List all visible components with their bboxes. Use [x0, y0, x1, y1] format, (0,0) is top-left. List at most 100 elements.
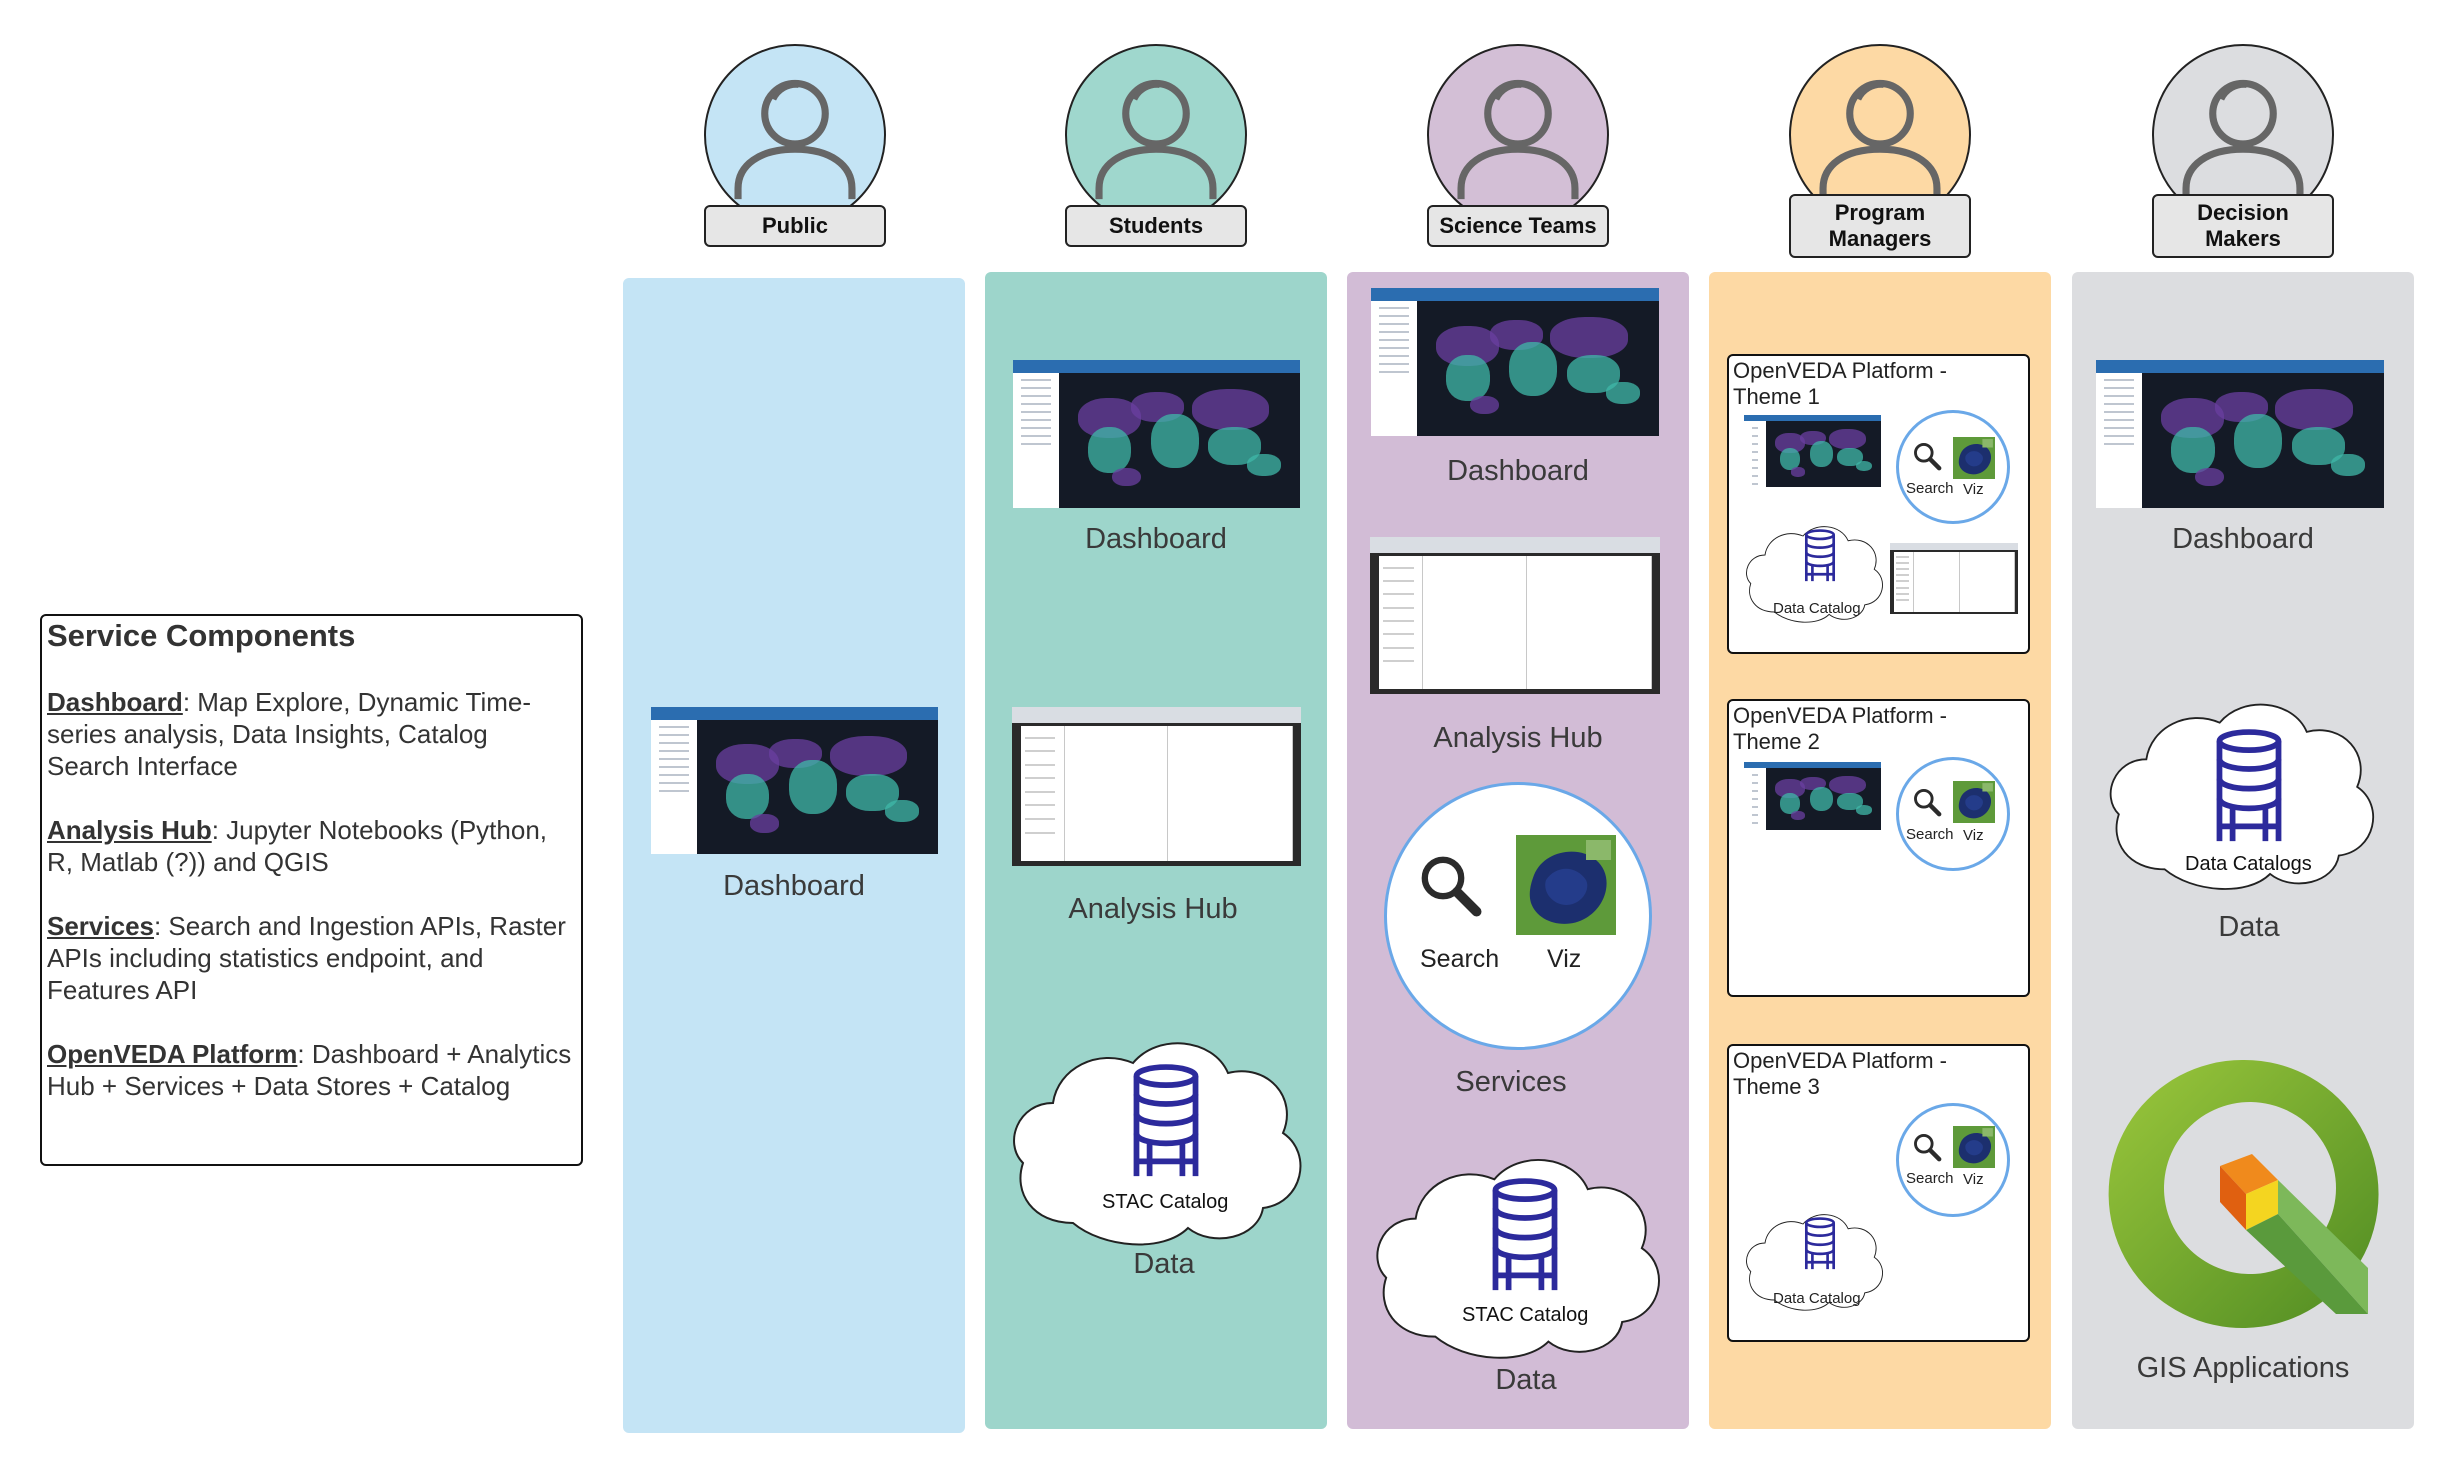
- caption-dashboard: Dashboard: [723, 870, 865, 902]
- dashboard-header-bar: [1744, 415, 1881, 422]
- dashboard-screenshot: [1744, 762, 1881, 830]
- hub-panel: [1167, 726, 1294, 862]
- map-land-shape: [1791, 811, 1806, 821]
- sidebar-line: [2104, 435, 2135, 438]
- sidebar-line: [2104, 427, 2135, 430]
- dashboard-map: [1417, 301, 1659, 436]
- hub-workspace: [1893, 551, 2016, 612]
- hub-file-row: [1383, 593, 1414, 596]
- data-catalogs-label: Data Catalogs: [2185, 853, 2312, 875]
- hub-file-row: [1383, 633, 1414, 636]
- search-label: Search: [1906, 480, 1954, 497]
- dashboard-map: [2142, 373, 2384, 508]
- sidebar-line: [1752, 483, 1758, 486]
- caption-dashboard: Dashboard: [2172, 523, 2314, 555]
- dashboard-header-bar: [1013, 360, 1300, 374]
- sidebar-line: [1752, 798, 1758, 801]
- caption-analysis-hub: Analysis Hub: [1433, 722, 1603, 754]
- viz-label: Viz: [1963, 1171, 1984, 1188]
- data-catalog-label: Data Catalog: [1773, 600, 1861, 617]
- dashboard-screenshot: [1013, 360, 1300, 508]
- map-land-shape: [2195, 467, 2225, 487]
- legend-item-services: Services: Search and Ingestion APIs, Ras…: [47, 911, 566, 1005]
- search-icon: [1911, 786, 1943, 818]
- sidebar-line: [1752, 443, 1758, 446]
- dashboard-header-bar: [651, 707, 938, 721]
- search-label: Search: [1906, 826, 1954, 843]
- map-land-shape: [1775, 433, 1806, 453]
- sidebar-line: [659, 782, 689, 785]
- viz-label: Viz: [1963, 827, 1984, 844]
- map-land-shape: [1837, 792, 1863, 811]
- legend-item-openveda-platform: OpenVEDA Platform: Dashboard + Analytics…: [47, 1039, 572, 1101]
- map-land-shape: [725, 773, 770, 820]
- dashboard-screenshot: [1744, 415, 1881, 487]
- map-land-shape: [1470, 395, 1500, 415]
- hub-file-row: [1025, 804, 1056, 807]
- stac-catalog-label: STAC Catalog: [1102, 1191, 1229, 1213]
- map-land-shape: [1829, 775, 1867, 795]
- sidebar-line: [2104, 403, 2135, 406]
- sidebar-line: [2104, 411, 2135, 414]
- hub-file-row: [1025, 790, 1056, 793]
- caption-data: Data: [1133, 1248, 1195, 1280]
- qgis-logo-icon: [2108, 1059, 2379, 1328]
- sidebar-line: [659, 766, 689, 769]
- person-icon: [1429, 46, 1607, 224]
- satellite-viz-icon: [1953, 1126, 1995, 1168]
- sidebar-line: [1752, 427, 1758, 430]
- theme-title: OpenVEDA Platform - Theme 1: [1733, 358, 1947, 409]
- column-public: [623, 278, 965, 1433]
- hub-workspace: [1020, 726, 1294, 862]
- hub-file-row: [1025, 763, 1056, 766]
- sidebar-line: [1379, 339, 1410, 342]
- dashboard-header-bar: [2096, 360, 2384, 374]
- search-label: Search: [1420, 945, 1500, 973]
- hub-file-row: [1383, 606, 1414, 609]
- legend-title: Service Components: [47, 618, 356, 653]
- avatar-science-teams: [1427, 44, 1609, 226]
- analysis-hub-screenshot: [1012, 707, 1301, 866]
- hub-file-row: [1895, 568, 1910, 571]
- role-label-public: Public: [704, 205, 886, 247]
- hub-file-row: [1383, 619, 1414, 622]
- sidebar-line: [1752, 435, 1758, 438]
- caption-services: Services: [1455, 1066, 1567, 1098]
- caption-analysis-hub: Analysis Hub: [1068, 893, 1238, 925]
- sidebar-line: [2104, 379, 2135, 382]
- sidebar-line: [2104, 395, 2135, 398]
- search-icon: [1911, 1131, 1943, 1163]
- sidebar-line: [1021, 403, 1051, 406]
- sidebar-line: [1021, 427, 1051, 430]
- search-label: Search: [1906, 1170, 1954, 1187]
- map-land-shape: [1829, 429, 1867, 449]
- analysis-hub-screenshot: [1890, 543, 2018, 614]
- hub-file-row: [1895, 562, 1910, 565]
- sidebar-line: [1021, 387, 1051, 390]
- hub-file-row: [1025, 831, 1056, 834]
- dashboard-map: [696, 720, 938, 854]
- dashboard-map: [1058, 373, 1300, 508]
- sidebar-line: [659, 758, 689, 761]
- person-icon: [706, 46, 884, 224]
- map-land-shape: [1779, 447, 1801, 470]
- hub-file-row: [1025, 750, 1056, 753]
- hub-panel: [1021, 726, 1066, 862]
- dashboard-header-bar: [1371, 288, 1659, 302]
- sidebar-line: [659, 790, 689, 793]
- map-land-shape: [2275, 389, 2353, 430]
- sidebar-line: [1379, 323, 1410, 326]
- sidebar-line: [1752, 782, 1758, 785]
- dashboard-header-bar: [1744, 762, 1881, 769]
- sidebar-line: [1021, 443, 1051, 446]
- sidebar-line: [659, 774, 689, 777]
- caption-data: Data: [2218, 911, 2280, 943]
- search-icon: [1415, 850, 1485, 920]
- sidebar-line: [2104, 443, 2135, 446]
- sidebar-line: [1379, 315, 1410, 318]
- hub-file-row: [1895, 592, 1910, 595]
- analysis-hub-screenshot: [1370, 537, 1660, 694]
- sidebar-line: [1752, 467, 1758, 470]
- hub-workspace: [1378, 555, 1653, 690]
- person-icon: [1067, 46, 1245, 224]
